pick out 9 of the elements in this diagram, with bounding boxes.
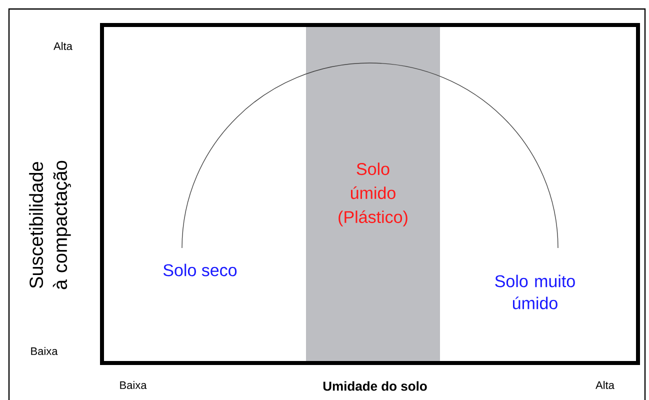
axis-title: Umidade do solo [323, 381, 427, 391]
axis-label: Alta [596, 380, 614, 390]
region-label: Solo muito úmido [495, 274, 575, 310]
axis-label: Alta [54, 42, 72, 50]
axis-label: Baixa [120, 380, 147, 390]
axis-label: Baixa [31, 346, 58, 356]
axis-title: Suscetibilidade à compactação [29, 160, 71, 290]
shaded-band: Solo úmido (Plástico) [306, 27, 440, 362]
region-label: Solo seco [163, 264, 237, 276]
